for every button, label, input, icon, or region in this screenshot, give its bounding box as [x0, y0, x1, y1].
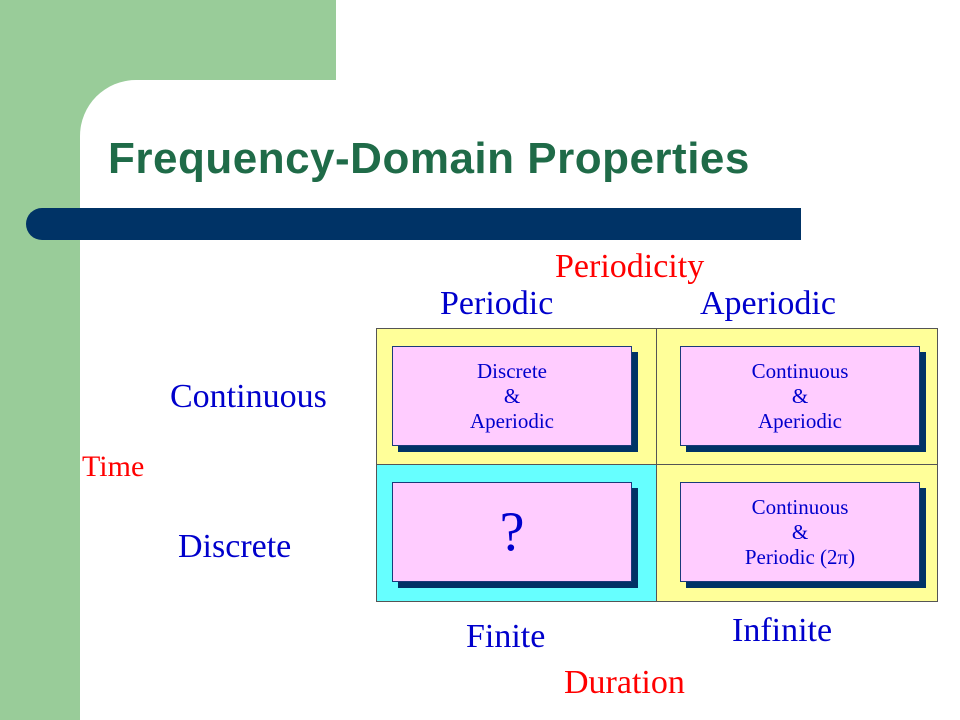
duration-heading: Duration — [564, 664, 685, 701]
aperiodic-label: Aperiodic — [700, 285, 836, 322]
continuous-label: Continuous — [170, 378, 327, 415]
time-heading: Time — [82, 450, 145, 483]
infinite-label: Infinite — [732, 612, 833, 649]
cell-line-3: Aperiodic — [470, 408, 554, 433]
question-mark: ? — [499, 501, 525, 563]
cell-line-2: & — [503, 383, 521, 408]
cell-line-2: & — [791, 383, 809, 408]
page-title: Frequency-Domain Properties — [108, 134, 750, 183]
cell-line-3: Aperiodic — [758, 408, 842, 433]
title-underline-bar — [26, 208, 801, 240]
cell-line-2: & — [791, 519, 809, 544]
cell-unknown: ? — [392, 482, 632, 582]
cell-line-1: Continuous — [751, 358, 849, 383]
cell-discrete-aperiodic: Discrete & Aperiodic — [392, 346, 632, 446]
cell-continuous-periodic: Continuous & Periodic (2π) — [680, 482, 920, 582]
finite-label: Finite — [466, 618, 546, 655]
periodic-label: Periodic — [440, 285, 554, 322]
cell-line-1: Continuous — [751, 494, 849, 519]
periodicity-heading: Periodicity — [555, 248, 705, 285]
discrete-label: Discrete — [178, 528, 292, 565]
cell-line-1: Discrete — [477, 358, 547, 383]
cell-line-3: Periodic (2π) — [744, 544, 856, 569]
cell-continuous-aperiodic: Continuous & Aperiodic — [680, 346, 920, 446]
